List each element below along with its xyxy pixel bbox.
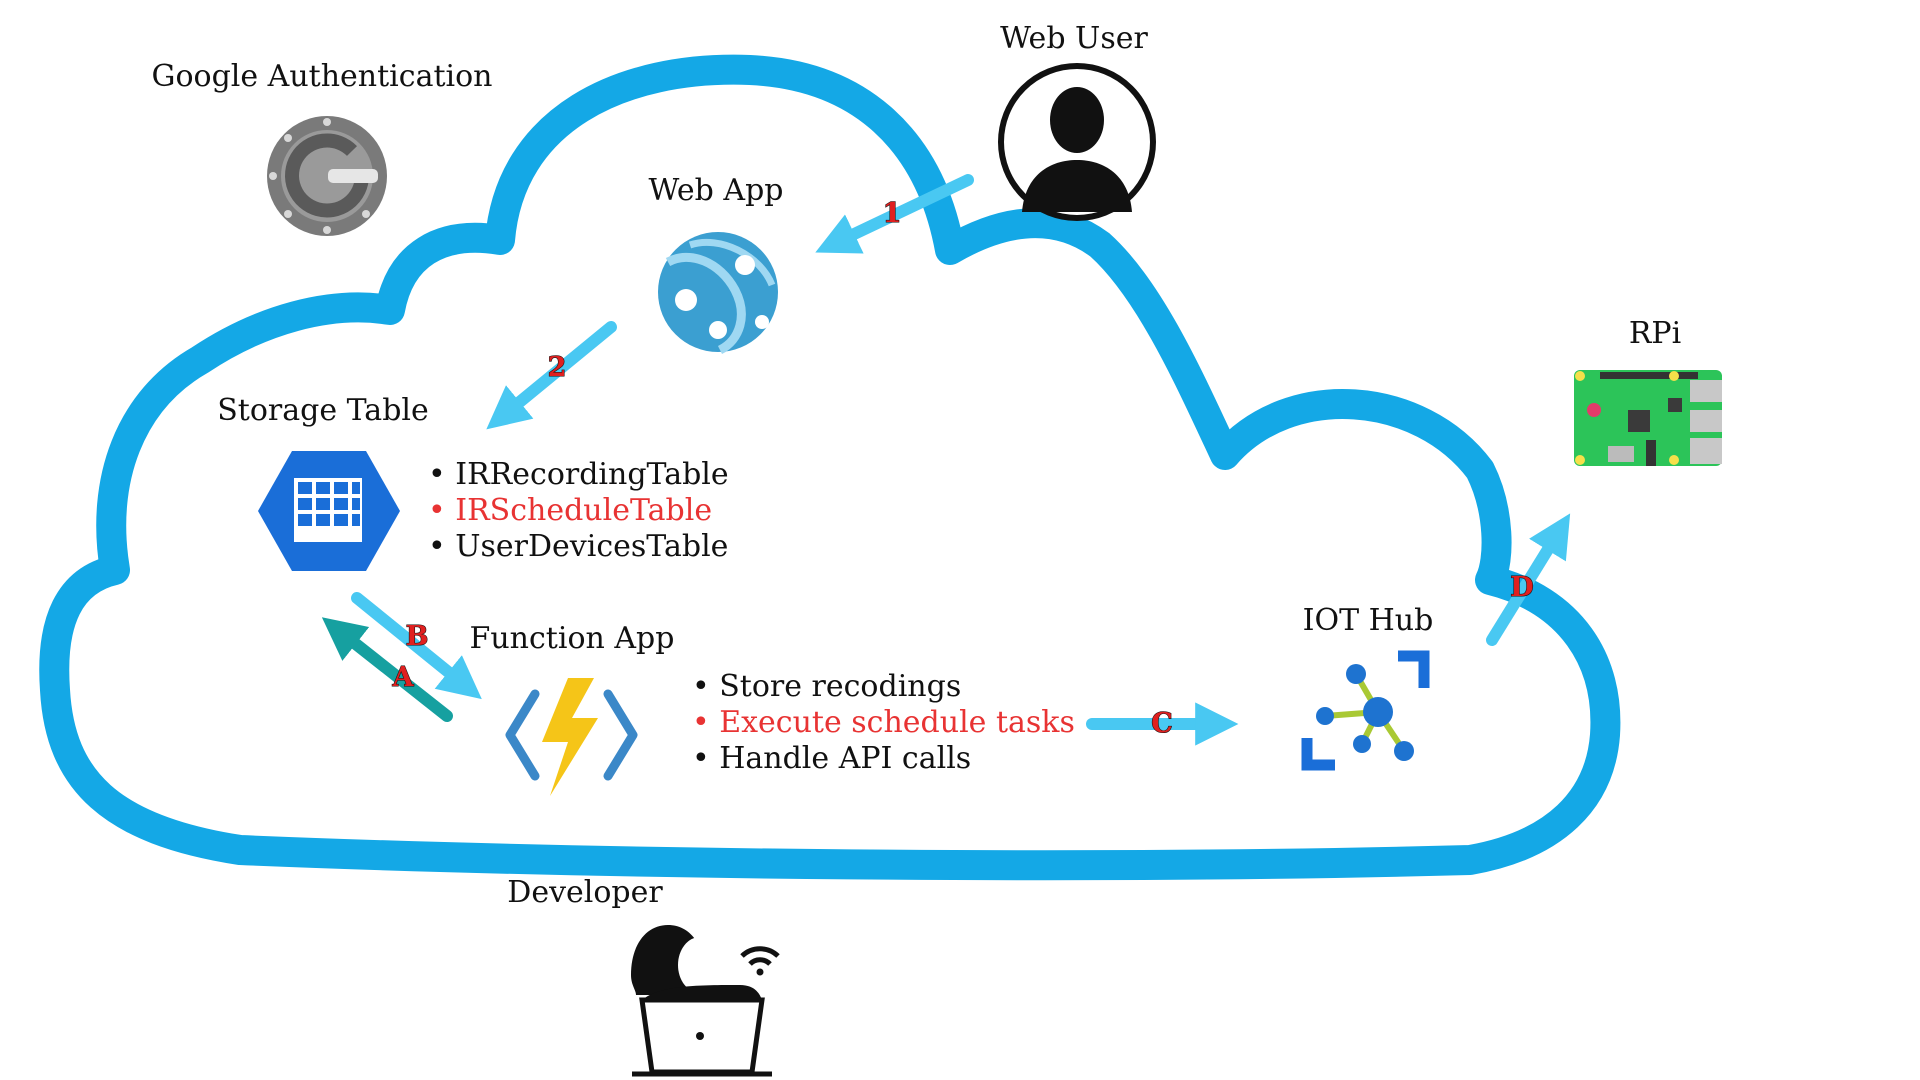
function-item-2: • Handle API calls xyxy=(692,741,971,776)
storage-table-label: Storage Table xyxy=(217,393,429,428)
developer-laptop-icon xyxy=(631,925,780,1077)
function-item-1: • Execute schedule tasks xyxy=(692,705,1075,740)
storage-item-2: • UserDevicesTable xyxy=(428,529,728,564)
storage-item-1: • IRScheduleTable xyxy=(428,493,712,528)
iot-hub-label: IOT Hub xyxy=(1303,603,1434,638)
azure-function-app-icon xyxy=(505,678,638,796)
rpi-label: RPi xyxy=(1629,316,1681,351)
step-label-C: C xyxy=(1151,708,1173,739)
arrow-2 xyxy=(486,321,617,430)
step-label-D: D xyxy=(1510,572,1533,603)
function-item-0: • Store recodings xyxy=(692,669,961,704)
azure-table-storage-icon xyxy=(258,451,400,571)
arrow-A xyxy=(321,617,453,722)
step-label-2: 2 xyxy=(548,352,567,383)
developer-label: Developer xyxy=(507,875,663,910)
web-user-label: Web User xyxy=(1000,21,1148,56)
storage-item-0: • IRRecordingTable xyxy=(428,457,729,492)
step-label-A: A xyxy=(392,662,415,693)
google-auth-label: Google Authentication xyxy=(152,59,493,94)
arrow-B xyxy=(351,592,482,700)
step-label-1: 1 xyxy=(883,198,902,229)
arrow-D xyxy=(1486,513,1571,646)
azure-iot-hub-icon xyxy=(1301,650,1430,771)
raspberry-pi-board-icon xyxy=(1574,370,1722,466)
user-silhouette-icon xyxy=(998,63,1156,221)
step-label-B: B xyxy=(406,621,429,652)
azure-web-app-icon xyxy=(658,232,778,355)
arrow-1 xyxy=(815,174,974,254)
web-app-label: Web App xyxy=(649,173,784,208)
google-authenticator-icon xyxy=(267,116,387,236)
function-app-label: Function App xyxy=(470,621,675,656)
